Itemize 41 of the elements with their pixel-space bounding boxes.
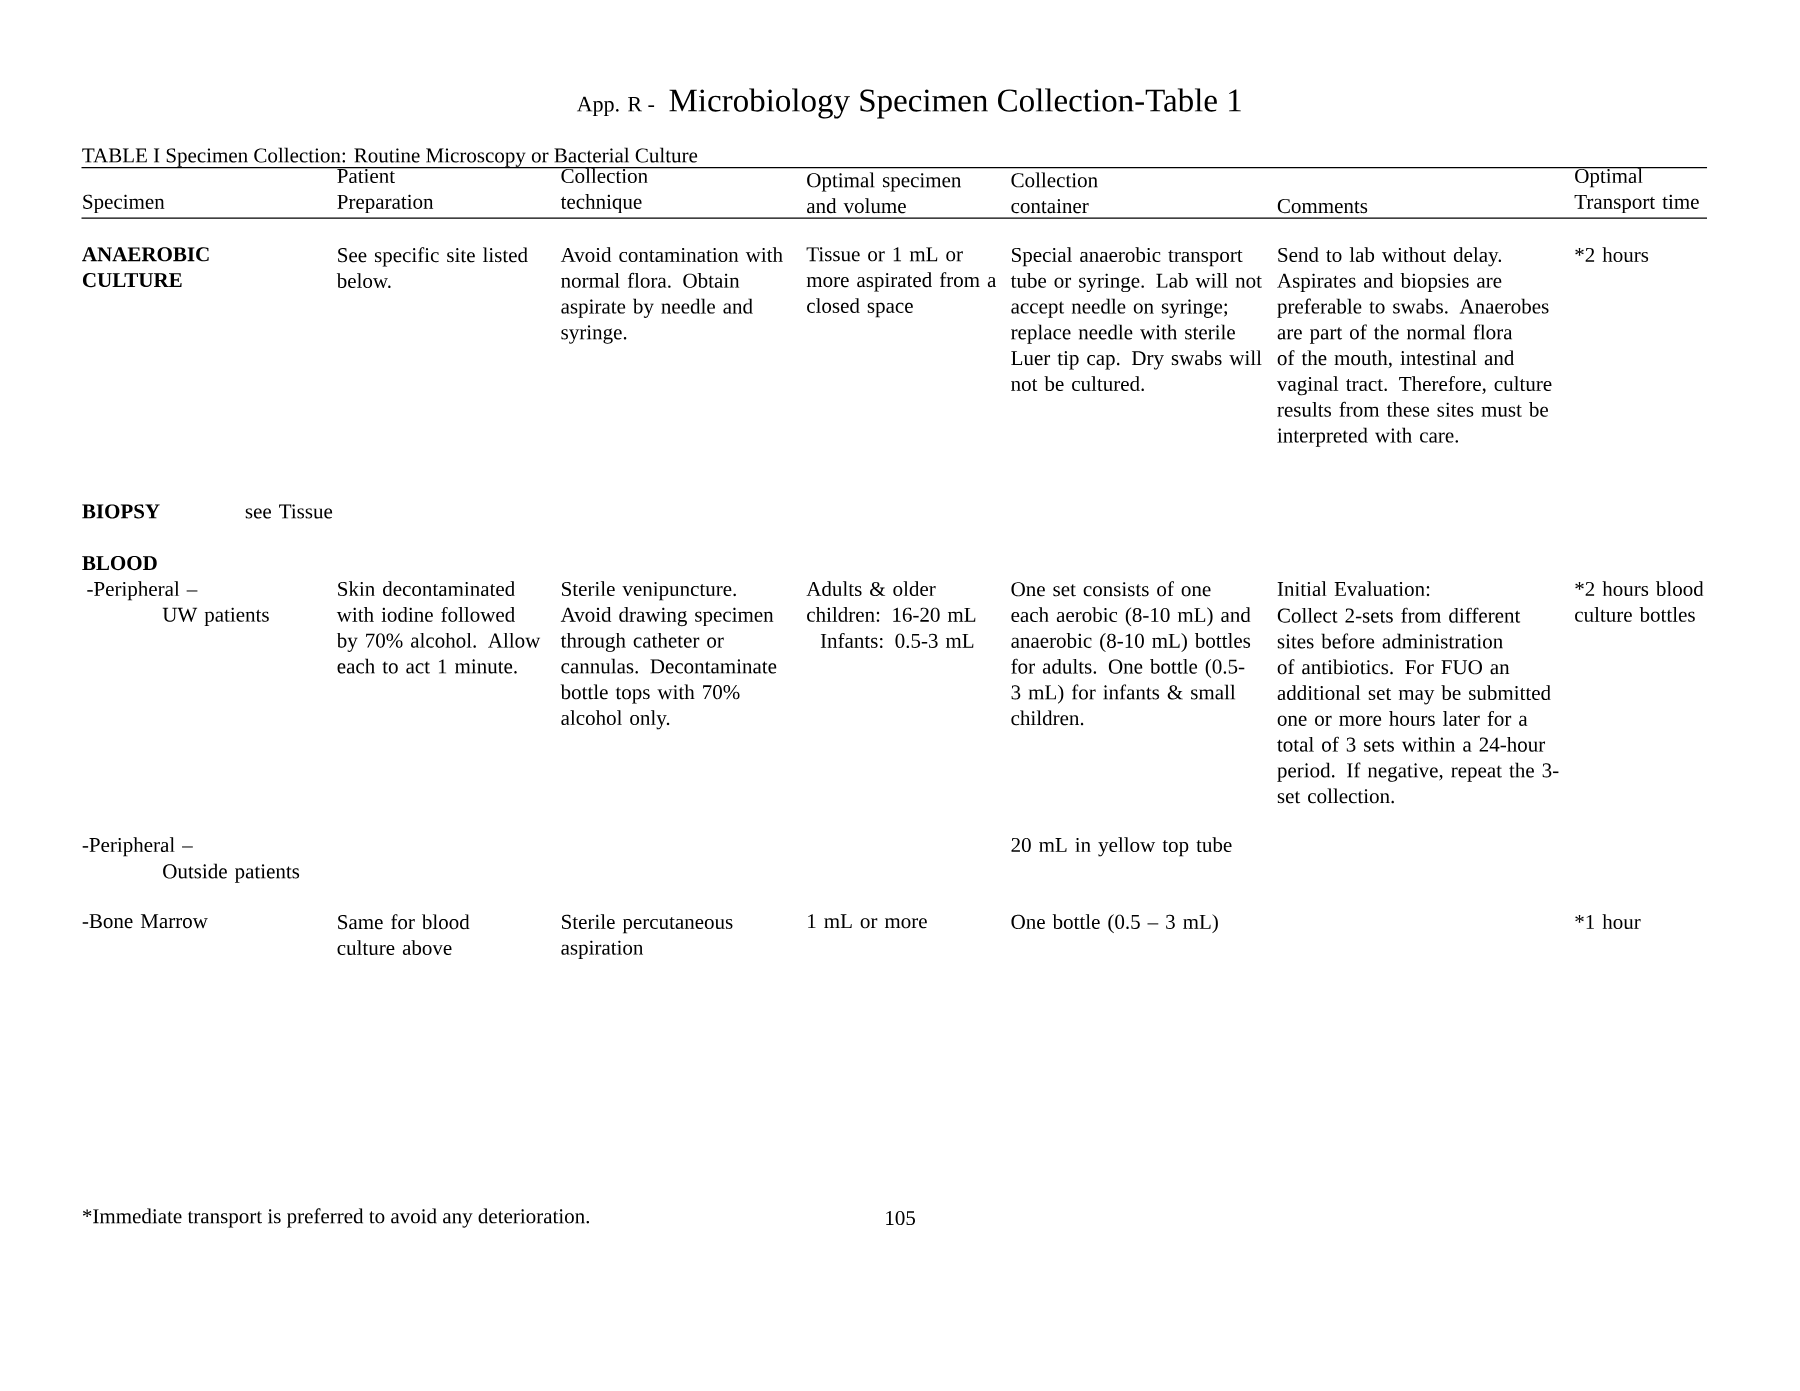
table-cell: 1 mL or more	[808, 914, 927, 929]
table-cell: UW patients	[162, 607, 269, 626]
table-cell: *1 hour	[1575, 914, 1641, 929]
table-cell: -Peripheral –	[82, 837, 193, 857]
page-title: Microbiology Specimen Collection-Table 1	[669, 88, 1241, 119]
table-cell: Tissue or 1 mL or more aspirated from a closed space	[806, 247, 997, 317]
table-cell: Collect 2-sets from different sites before administration of antibiotics. For FUO an additional set may be submitted one or more hours later for a total of 3 sets within a 24-hour period. If negative, repeat the 3-set collection.	[1277, 607, 1559, 804]
column-header: Patient Preparation	[337, 168, 434, 213]
table-cell: Initial Evaluation:	[1277, 581, 1430, 596]
table-cell: 20 mL in yellow top tube	[1011, 837, 1232, 857]
table-cell: Special anaerobic transport tube or syringe. Lab will not accept needle on syringe; replace needle with sterile Luer tip cap. Dry swabs will not be cultured.	[1010, 247, 1262, 391]
table-cell: Sterile venipuncture. Avoid drawing specimen through catheter or cannulas. Decontaminate bottle tops with 70% alcohol only.	[560, 581, 777, 730]
table-cell: Avoid contamination with normal flora. Obtain aspirate by needle and syringe.	[560, 247, 783, 344]
page-number: 105	[886, 1210, 915, 1225]
table-cell: Outside patients	[163, 863, 300, 883]
table-caption: TABLE I Specimen Collection: Routine Microscopy or Bacterial Culture	[82, 147, 698, 167]
table-cell: One bottle (0.5 – 3 mL)	[1011, 914, 1218, 934]
footnote: *Immediate transport is preferred to avoid any deterioration.	[82, 1208, 590, 1228]
column-header: Optimal specimen and volume	[807, 172, 962, 213]
column-header: Optimal Transport time	[1574, 168, 1699, 213]
row-heading: BIOPSY	[82, 504, 160, 519]
table-cell: *2 hours	[1575, 247, 1649, 262]
table-cell: -Peripheral –	[87, 581, 198, 601]
table-cell: Adults & older children: 16-20 mL	[806, 581, 976, 622]
row-heading: BLOOD	[82, 555, 157, 570]
table-cell: Sterile percutaneous aspiration	[561, 914, 733, 959]
table-cell: *2 hours blood culture bottles	[1575, 581, 1704, 622]
table-cell: Skin decontaminated with iodine followed by 70% alcohol. Allow each to act 1 minute.	[336, 581, 541, 674]
row-heading: ANAEROBIC CULTURE	[82, 247, 209, 287]
table-cell: One set consists of one each aerobic (8-10 mL) and anaerobic (8-10 mL) bottles for adults. One bottle (0.5-3 mL) for infants & small children.	[1011, 581, 1251, 726]
table-cell: Same for blood culture above	[337, 914, 470, 955]
column-header: Collection container	[1011, 172, 1098, 213]
column-header: Specimen	[83, 194, 165, 213]
table-cell: Send to lab without delay. Aspirates and biopsies are preferable to swabs. Anaerobes are part of the normal flora of the mouth, intestinal and vaginal tract. Therefore, culture results from these sites must be interpreted with care.	[1276, 247, 1552, 447]
column-header: Comments	[1277, 198, 1368, 213]
table-cell: See specific site listed below.	[336, 247, 528, 288]
table-cell: Infants: 0.5-3 mL	[820, 632, 974, 648]
column-header: Collection technique	[560, 168, 648, 213]
table-cell: -Bone Marrow	[82, 914, 208, 928]
table-cell: see Tissue	[245, 504, 333, 519]
title-prefix: App. R -	[576, 96, 655, 116]
